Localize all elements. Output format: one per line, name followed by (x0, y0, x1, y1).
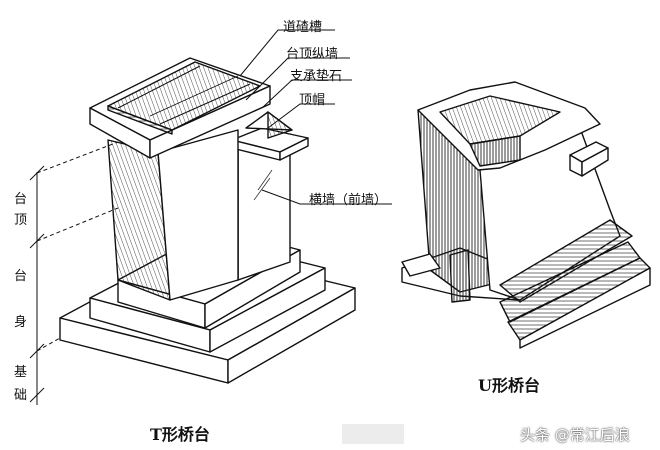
t-top (89, 57, 271, 159)
dim-body-char-2: 身 (14, 315, 28, 330)
t-leader-lines (239, 29, 392, 205)
dim-body-char-1: 台 (14, 269, 28, 284)
watermark: 头条 @常江后浪 (520, 426, 630, 444)
t-abutment-caption: T形桥台 (150, 425, 210, 444)
dim-top-char-2: 顶 (14, 213, 28, 228)
t-abutment-drawing (59, 57, 356, 384)
callout-top-longitudinal-wall: 台顶纵墙 (286, 47, 339, 62)
t-body (107, 129, 239, 301)
blurred-mark (342, 424, 404, 444)
u-abutment-drawing (401, 81, 651, 349)
callout-transverse-wall: 横墙（前墙） (309, 193, 388, 208)
callout-top-cap: 顶帽 (299, 93, 326, 108)
callout-ballast-trough: 道碴槽 (283, 20, 323, 35)
dim-foundation-char-2: 础 (14, 388, 28, 403)
t-top-cap (231, 111, 309, 161)
callout-bearing-pad-stone: 支承垫石 (290, 69, 343, 84)
dim-top-char-1: 台 (14, 192, 28, 207)
u-abutment-caption: U形桥台 (478, 376, 540, 395)
t-dimension-line (29, 141, 119, 405)
dim-foundation-char-1: 基 (14, 365, 28, 380)
